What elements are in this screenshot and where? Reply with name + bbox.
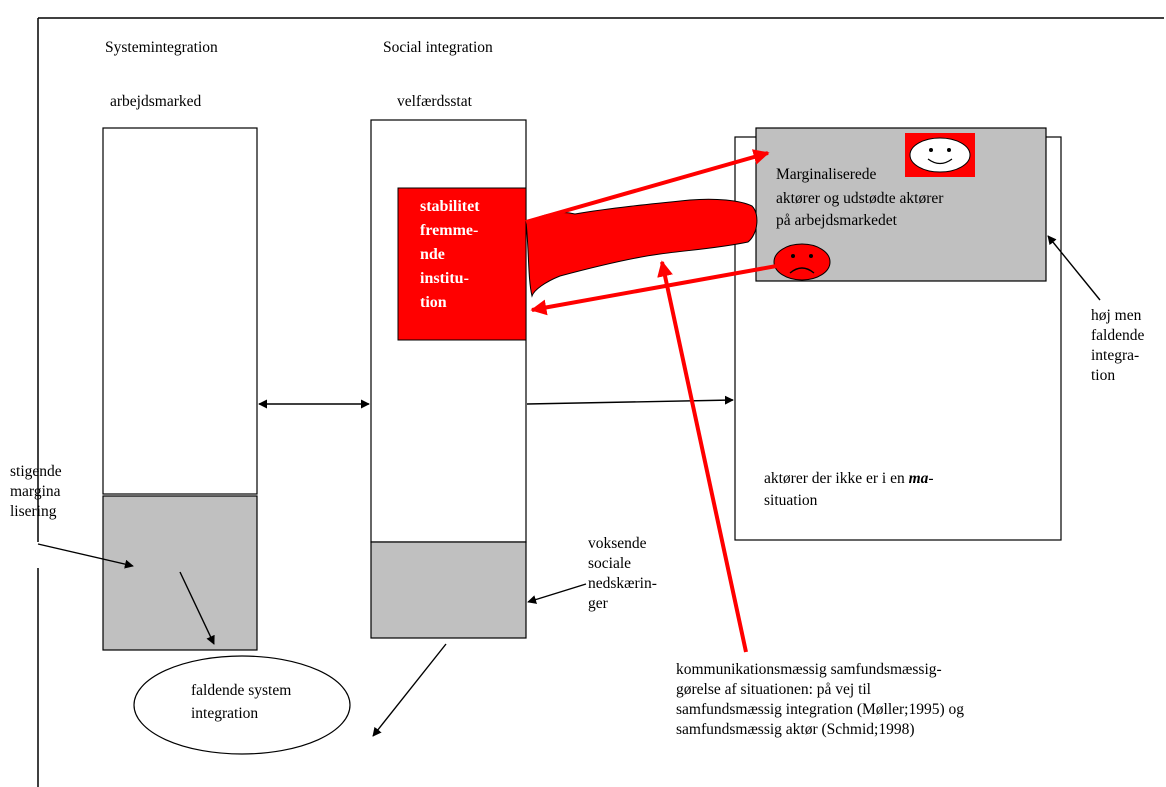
- arrow-right-note: [1047, 235, 1101, 301]
- right-note-line: høj men: [1091, 307, 1142, 324]
- institution-box: [397, 187, 527, 341]
- cuts-note-line: voksende: [588, 535, 647, 552]
- communication-line: kommunikationsmæssig samfundsmæssig-: [676, 661, 942, 678]
- arrow-cuts-note: [527, 583, 587, 604]
- institution-line: stabilitet: [420, 198, 480, 215]
- red-arrow-to-institution: [530, 263, 783, 316]
- right-note: høj men faldende integra- tion: [1091, 306, 1144, 386]
- right-note-line: faldende: [1091, 327, 1145, 344]
- arrow-welfare-to-ellipse: [372, 643, 447, 737]
- welfare-state-gray-section: [370, 541, 527, 639]
- column2-subtitle: velfærdsstat: [397, 93, 472, 110]
- cuts-note-line: sociale: [588, 555, 632, 572]
- smiley-sad-icon: [773, 243, 831, 281]
- institution-line: tion: [420, 294, 447, 311]
- communication-line: gørelse af situationen: på vej til: [676, 681, 871, 698]
- institution-line: fremme-: [420, 222, 479, 239]
- labor-market-column: [102, 127, 258, 495]
- column2-title: Social integration: [383, 39, 493, 56]
- left-note-line: stigende: [10, 463, 62, 480]
- column1-subtitle: arbejdsmarked: [110, 93, 202, 110]
- red-arrow-to-marginalized: [525, 149, 770, 224]
- ellipse-line1: faldende system: [191, 682, 292, 699]
- right-note-line: tion: [1091, 367, 1116, 384]
- marginalized-line3: på arbejdsmarkedet: [776, 212, 897, 229]
- actors-line2: situation: [764, 492, 818, 509]
- actors-line1: aktører der ikke er i en ma-: [764, 469, 934, 489]
- communication-note: kommunikationsmæssig samfundsmæssig- gør…: [676, 660, 964, 740]
- column1-title: Systemintegration: [105, 39, 218, 56]
- falling-integration-ellipse: [133, 655, 351, 755]
- ellipse-line2: integration: [191, 705, 259, 722]
- arrow-gray-to-ellipse: [179, 571, 215, 645]
- arrow-left-note: [37, 543, 134, 569]
- cuts-note-line: nedskærin-: [588, 575, 657, 592]
- black-arrows: [37, 235, 1101, 737]
- marginalized-line1: Marginaliserede: [776, 166, 877, 183]
- red-connector-blob: [525, 198, 758, 298]
- actors-line1-hyphen: -: [928, 470, 934, 487]
- actors-line1-text: aktører der ikke er i en: [764, 470, 909, 487]
- cuts-note-line: ger: [588, 595, 608, 612]
- marginalized-line2: aktører og udstødte aktører: [776, 190, 944, 207]
- left-note-line: margina: [10, 483, 61, 500]
- institution-line: institu-: [420, 270, 469, 287]
- cuts-note: voksende sociale nedskærin- ger: [588, 534, 657, 614]
- smiley-happy-icon: [905, 133, 975, 177]
- actors-line1-emphasis: ma: [908, 470, 929, 487]
- left-note-line: lisering: [10, 503, 57, 520]
- red-arrow-communication: [657, 260, 748, 653]
- communication-line: samfundsmæssig integration (Møller;1995)…: [676, 701, 965, 718]
- left-note: stigende margina lisering: [10, 462, 62, 522]
- communication-line: samfundsmæssig aktør (Schmid;1998): [676, 721, 915, 738]
- right-note-line: integra-: [1091, 347, 1140, 364]
- institution-label: stabilitet fremme- nde institu- tion: [420, 195, 480, 315]
- institution-line: nde: [420, 246, 445, 263]
- outer-frame: [37, 17, 1164, 787]
- red-arrows: [525, 149, 783, 653]
- arrow-welfare-actors: [526, 395, 734, 405]
